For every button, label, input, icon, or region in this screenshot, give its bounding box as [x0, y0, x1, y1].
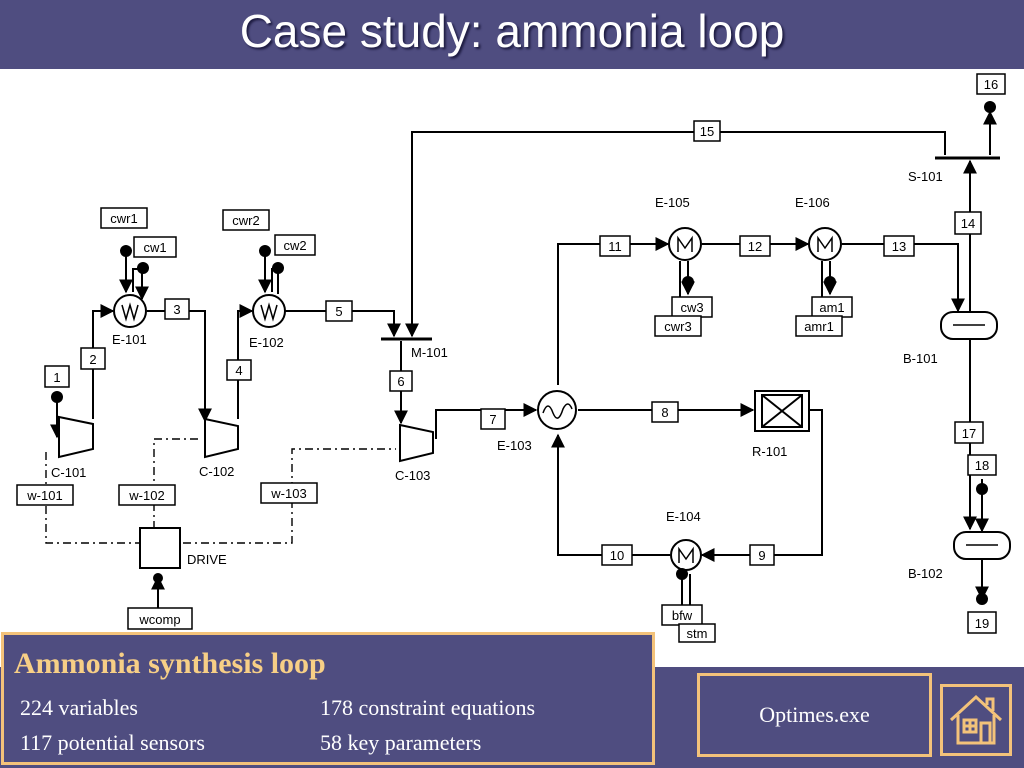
work-w102-label: w-102	[128, 488, 164, 503]
stream-10-label: 10	[610, 548, 624, 563]
unit-e103-label: E-103	[497, 438, 532, 453]
unit-e101-label: E-101	[112, 332, 147, 347]
home-icon	[949, 694, 1003, 745]
reactor-r101-icon	[754, 390, 810, 432]
heat-exchanger-e104-icon	[670, 539, 702, 571]
unit-c103-label: C-103	[395, 468, 430, 483]
stream-4-label: 4	[235, 363, 242, 378]
stream-7-label: 7	[489, 412, 496, 427]
stream-8-label: 8	[661, 405, 668, 420]
stream-15-label: 15	[700, 124, 714, 139]
heat-exchanger-e105-icon	[668, 227, 702, 261]
utility-am1-label: am1	[819, 300, 844, 315]
unit-e105-label: E-105	[655, 195, 690, 210]
stream-18-label: 18	[975, 458, 989, 473]
stream-5-label: 5	[335, 304, 342, 319]
stat-constraints: 178 constraint equations	[320, 695, 536, 720]
unit-m101-label: M-101	[411, 345, 448, 360]
utility-amr1-label: amr1	[804, 319, 834, 334]
drive-unit-icon	[139, 527, 181, 569]
utility-cwr2-label: cwr2	[232, 213, 259, 228]
optimes-button[interactable]: Optimes.exe	[697, 673, 932, 757]
stream-13-label: 13	[892, 239, 906, 254]
utility-cw1-label: cw1	[143, 240, 166, 255]
utility-cwr3-label: cwr3	[664, 319, 691, 334]
unit-s101-label: S-101	[908, 169, 943, 184]
unit-e102-label: E-102	[249, 335, 284, 350]
utility-cw3-label: cw3	[680, 300, 703, 315]
compressor-c103-icon	[399, 423, 434, 463]
heat-exchanger-e101-icon	[113, 294, 147, 328]
info-title: Ammonia synthesis loop	[14, 647, 326, 680]
heat-exchanger-e106-icon	[808, 227, 842, 261]
heat-exchanger-e102-icon	[252, 294, 286, 328]
stream-6-label: 6	[397, 374, 404, 389]
work-wcomp-label: wcomp	[138, 612, 180, 627]
utility-bfw-label: bfw	[672, 608, 693, 623]
utility-stm-label: stm	[687, 626, 708, 641]
utility-cwr1-label: cwr1	[110, 211, 137, 226]
slide-title: Case study: ammonia loop	[239, 5, 785, 57]
stream-14-label: 14	[961, 216, 975, 231]
stream-2-label: 2	[89, 352, 96, 367]
unit-e104-label: E-104	[666, 509, 701, 524]
unit-c101-label: C-101	[51, 465, 86, 480]
stream-12-label: 12	[748, 239, 762, 254]
compressor-c102-icon	[204, 417, 239, 459]
unit-drive-label: DRIVE	[187, 552, 227, 567]
stream-19-label: 19	[975, 616, 989, 631]
utility-cw2-label: cw2	[283, 238, 306, 253]
compressor-c101-icon	[58, 415, 94, 459]
unit-e106-label: E-106	[795, 195, 830, 210]
work-w101-label: w-101	[26, 488, 62, 503]
info-panel: Ammonia synthesis loop 224 variables 178…	[1, 632, 655, 765]
process-flow-diagram: 1 2 3 4 5 6 7 8 9 10 11 12 13 14 15 16 1…	[0, 69, 1024, 667]
stream-11-label: 11	[608, 239, 622, 254]
stream-9-label: 9	[758, 548, 765, 563]
stat-sensors: 117 potential sensors	[20, 730, 205, 755]
unit-c102-label: C-102	[199, 464, 234, 479]
stat-variables: 224 variables	[20, 695, 138, 720]
heat-exchanger-e103-icon	[537, 390, 577, 430]
stream-1-label: 1	[53, 370, 60, 385]
unit-r101-label: R-101	[752, 444, 787, 459]
stream-16-label: 16	[984, 77, 998, 92]
home-button[interactable]	[940, 684, 1012, 756]
stream-17-label: 17	[962, 426, 976, 441]
stream-3-label: 3	[173, 302, 180, 317]
unit-b102-label: B-102	[908, 566, 943, 581]
stat-parameters: 58 key parameters	[320, 730, 482, 755]
work-w103-label: w-103	[270, 486, 306, 501]
unit-b101-label: B-101	[903, 351, 938, 366]
